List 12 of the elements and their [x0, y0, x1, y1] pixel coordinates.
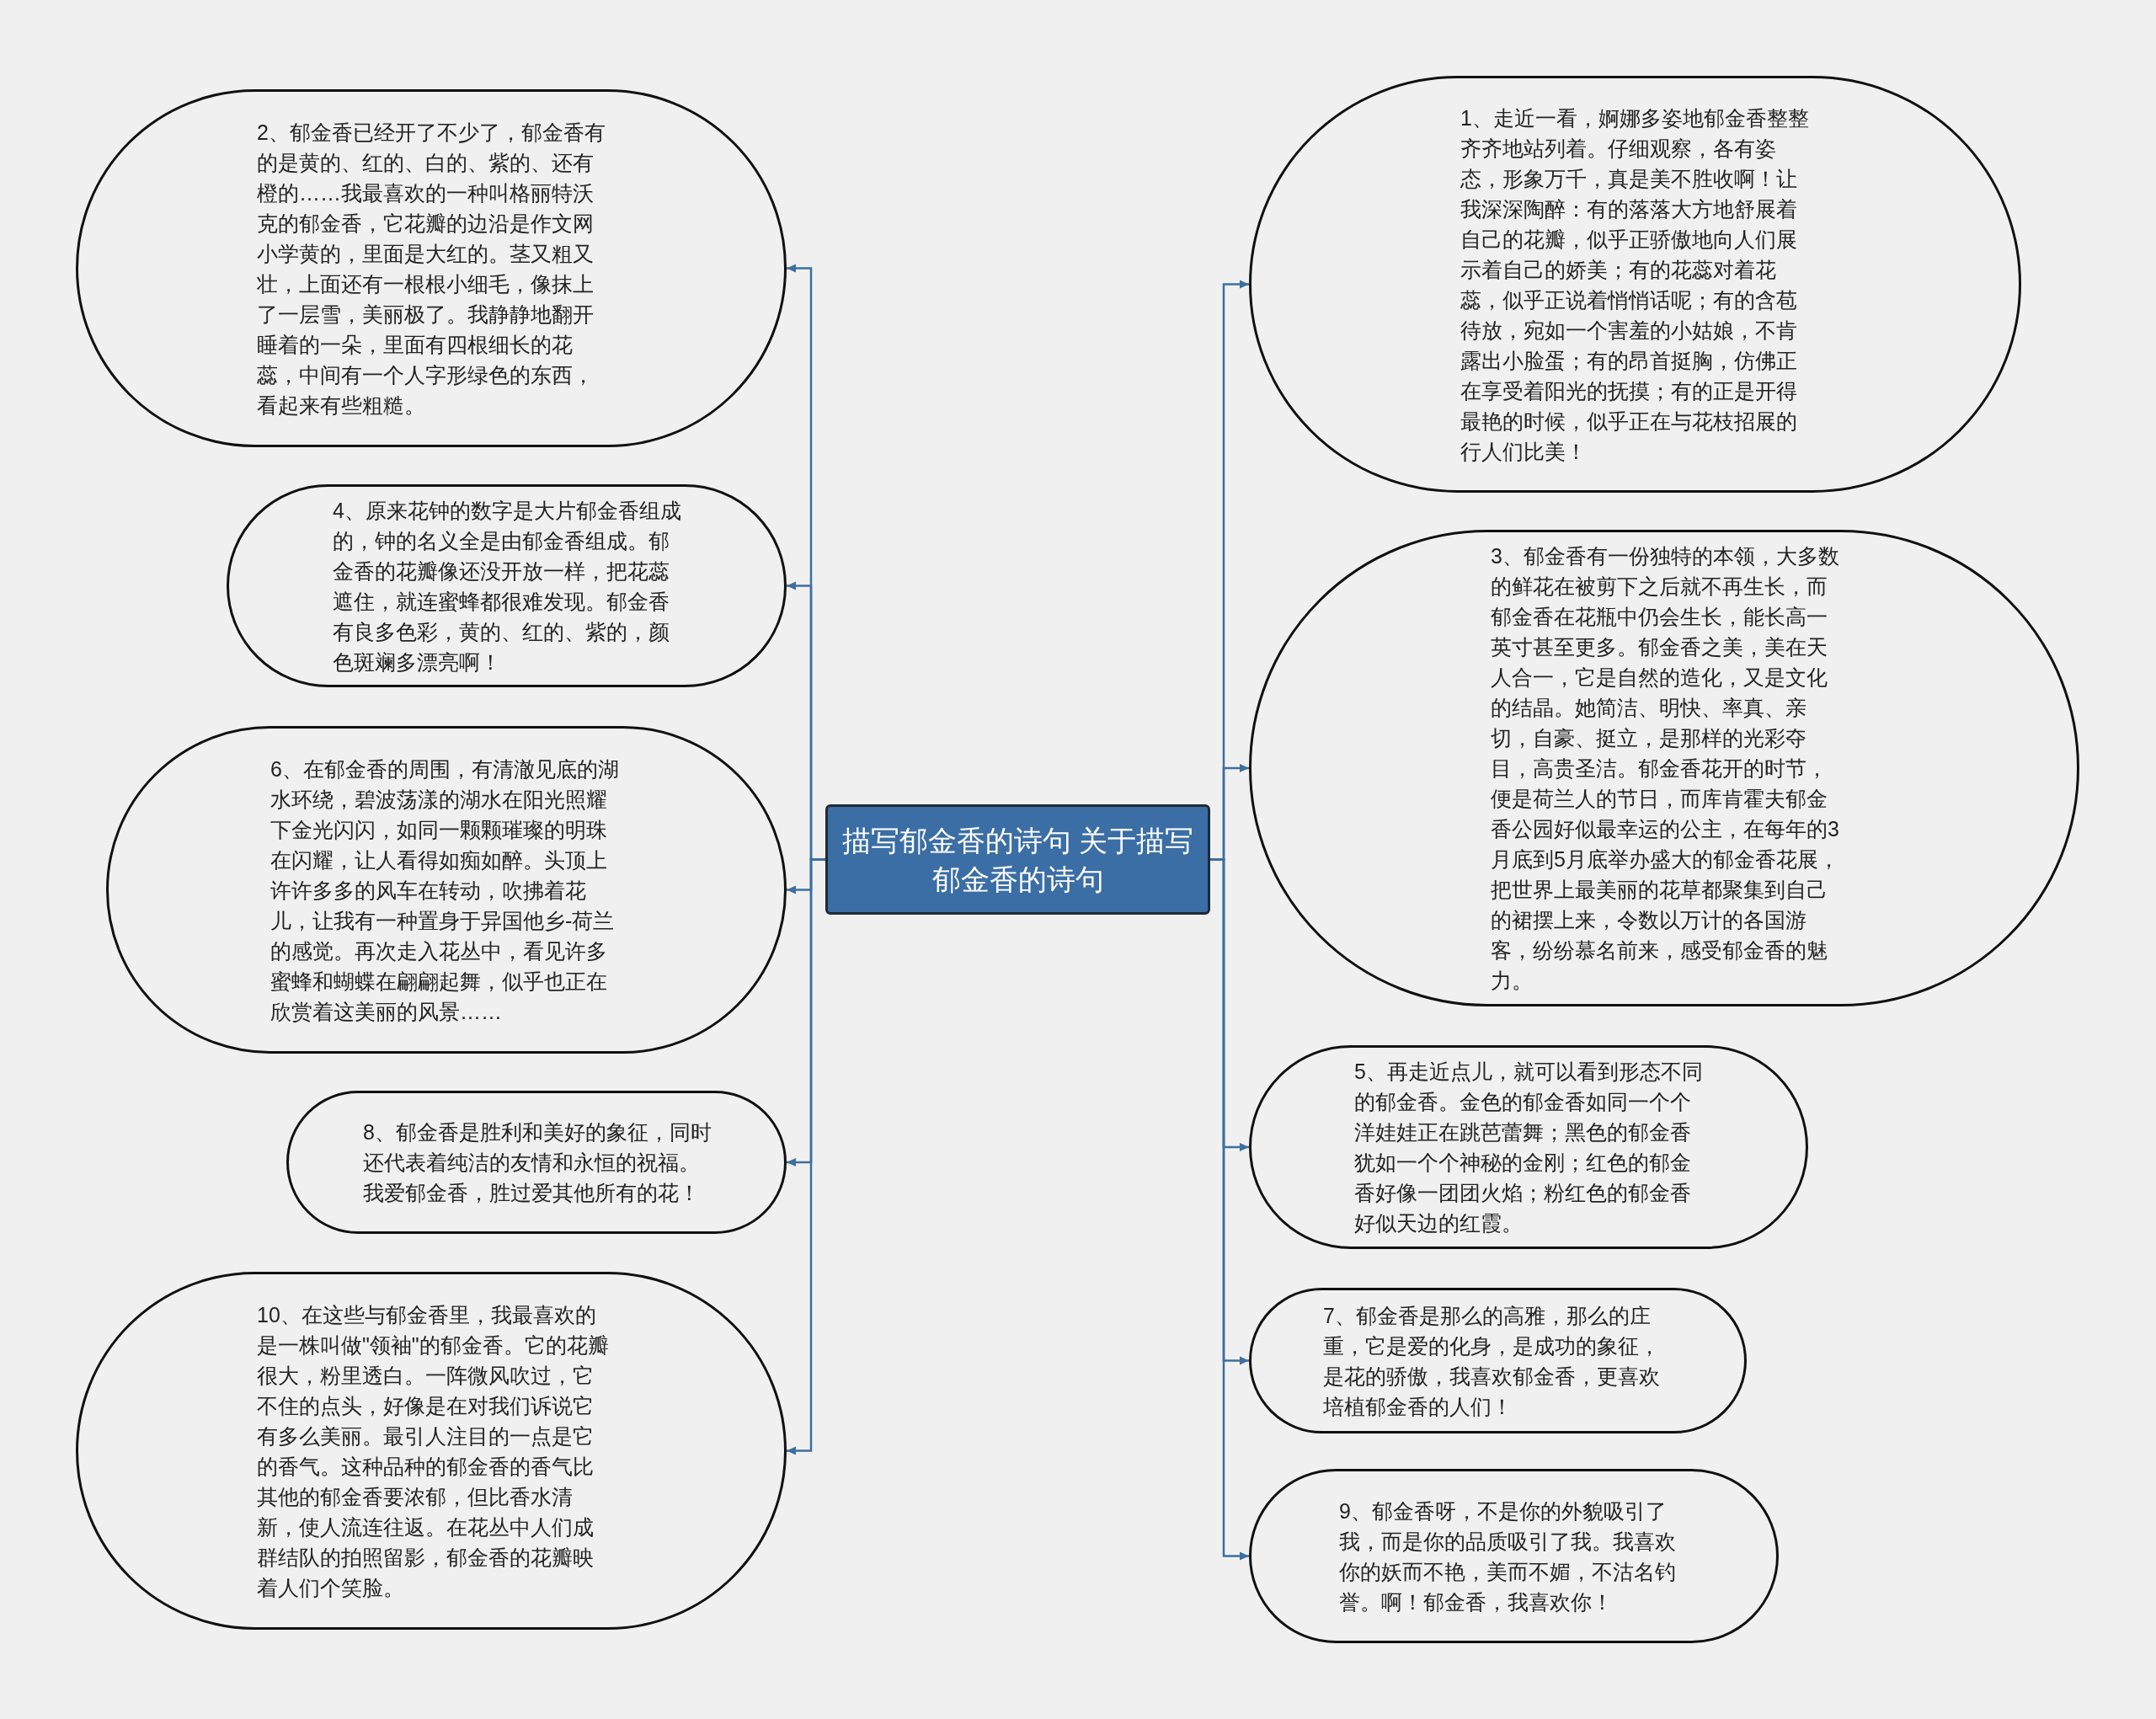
paragraph-text: 1、走近一看，婀娜多姿地郁金香整整齐齐地站列着。仔细观察，各有姿态，形象万千，真是美不胜收啊！让我深深陶醉：有的落落大方地舒展着自己的花瓣，似乎正骄傲地向人们展示着自己的娇美；有的花蕊对着花蕊，似乎正说着悄悄话呢；有的含苞待放，宛如一个害羞的小姑娘，不肯露出小脸蛋；有的昂首挺胸，仿佛正在享受着阳光的抚摸；有的正是开得最艳的时候，似乎正在与花枝招展的行人们比美！	[1460, 104, 1810, 465]
paragraph-text: 4、原来花钟的数字是大片郁金香组成的，钟的名义全是由郁金香组成。郁金香的花瓣像还没开放一样，把花蕊遮住，就连蜜蜂都很难发现。郁金香有良多色彩，黄的、红的、紫的，颜色斑斓多漂亮啊！	[333, 497, 682, 675]
paragraph-text: 5、再走近点儿，就可以看到形态不同的郁金香。金色的郁金香如同一个个洋娃娃正在跳芭蕾舞；黑色的郁金香犹如一个个神秘的金刚；红色的郁金香好像一团团火焰；粉红色的郁金香好似天边的红霞。	[1354, 1059, 1704, 1236]
paragraph-text: 3、郁金香有一份独特的本领，大多数的鲜花在被剪下之后就不再生长，而郁金香在花瓶中仍会生长，能长高一英寸甚至更多。郁金香之美，美在天人合一，它是自然的造化，又是文化的结晶。她简洁、明快、率真、亲切，自豪、挺立，是那样的光彩夺目，高贵圣洁。郁金香花开的时节，便是荷兰人的节日，而库肯霍夫郁金香公园好似最幸运的公主，在每年的3月底到5月底举办盛大的郁金香花展，把世界上最美丽的花草都聚集到自己的裙摆上来，令数以万计的各国游客，纷纷慕名前来，感受郁金香的魅力。	[1491, 543, 1840, 994]
paragraph-text: 7、郁金香是那么的高雅，那么的庄重，它是爱的化身，是成功的象征，是花的骄傲，我喜欢郁金香，更喜欢培植郁金香的人们！	[1323, 1302, 1661, 1420]
topic-title: 描写郁金香的诗句 关于描写郁金香的诗句	[841, 823, 1194, 897]
paragraph-text: 6、在郁金香的周围，有清澈见底的湖水环绕，碧波荡漾的湖水在阳光照耀下金光闪闪，如同一颗颗璀璨的明珠在闪耀，让人看得如痴如醉。头顶上许许多多的风车在转动，吹拂着花儿，让我有一种置身于异国他乡-荷兰的感觉。再次走入花丛中，看见许多蜜蜂和蝴蝶在翩翩起舞，似乎也正在欣赏着这美丽的风景……	[270, 755, 620, 1025]
topic-box	[825, 804, 1210, 915]
paragraph-text: 9、郁金香呀，不是你的外貌吸引了我，而是你的品质吸引了我。我喜欢你的妖而不艳，美而不媚，不沽名钓誉。啊！郁金香，我喜欢你！	[1339, 1497, 1677, 1615]
paragraph-text: 10、在这些与郁金香里，我最喜欢的是一株叫做"领袖"的郁金香。它的花瓣很大，粉里透白。一阵微风吹过，它不住的点头，好像是在对我们诉说它有多么美丽。最引人注目的一点是它的香气。这种品种的郁金香的香气比其他的郁金香要浓郁，但比香水清新，使人流连往返。在花丛中人们成群结队的拍照留影，郁金香的花瓣映着人们个笑脸。	[257, 1301, 610, 1601]
paragraph-text: 8、郁金香是胜利和美好的象征，同时还代表着纯洁的友情和永恒的祝福。我爱郁金香，胜过爱其他所有的花！	[363, 1119, 712, 1206]
paragraph-text: 2、郁金香已经开了不少了，郁金香有的是黄的、红的、白的、紫的、还有橙的……我最喜欢的一种叫格丽特沃克的郁金香，它花瓣的边沿是作文网小学黄的，里面是大红的。茎又粗又壮，上面还有一根根小细毛，像抹上了一层雪，美丽极了。我静静地翻开睡着的一朵，里面有四根细长的花蕊，中间有一个人字形绿色的东西，看起来有些粗糙。	[257, 119, 606, 419]
